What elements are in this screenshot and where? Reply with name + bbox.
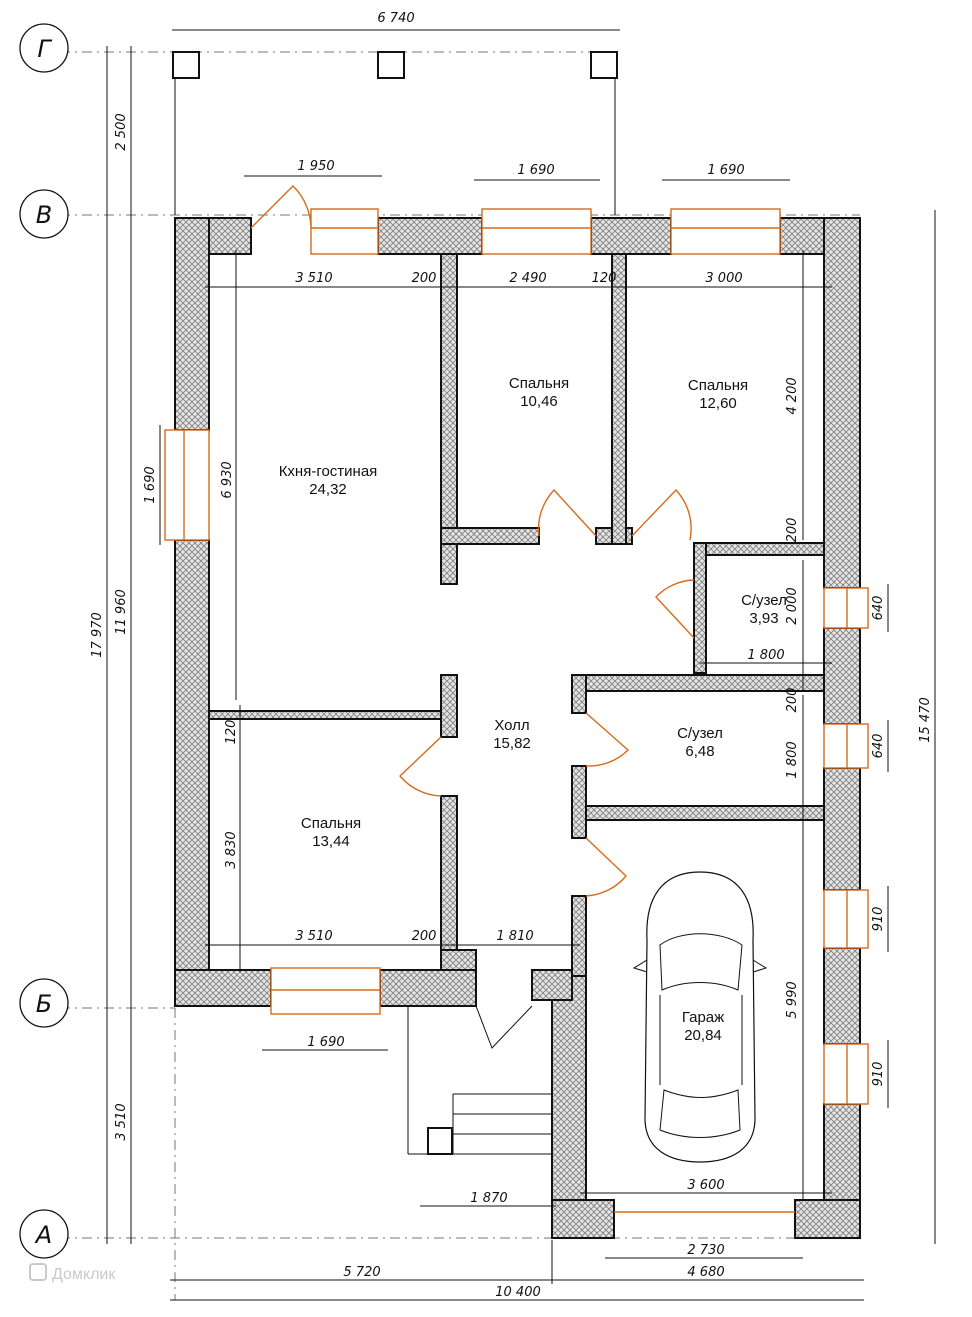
room-bathroom-1-label: С/узел 3,93	[741, 592, 787, 627]
svg-text:4 200: 4 200	[785, 377, 800, 414]
svg-text:13,44: 13,44	[312, 833, 350, 850]
room-bedroom-1-label: Спальня 10,46	[509, 375, 569, 410]
svg-text:Холл: Холл	[494, 717, 529, 734]
porch-canopy	[172, 51, 618, 215]
svg-text:20,84: 20,84	[684, 1027, 722, 1044]
svg-text:24,32: 24,32	[309, 481, 347, 498]
svg-text:1 800: 1 800	[785, 741, 800, 778]
svg-text:Г: Г	[37, 35, 52, 63]
entrance-steps	[407, 1006, 552, 1155]
svg-text:Кхня-гостиная: Кхня-гостиная	[279, 463, 378, 480]
svg-text:200: 200	[412, 271, 437, 286]
svg-text:4 680: 4 680	[687, 1265, 724, 1280]
car-icon	[632, 871, 768, 1163]
svg-text:Спальня: Спальня	[509, 375, 569, 392]
svg-text:3 510: 3 510	[114, 1103, 129, 1140]
svg-text:120: 120	[592, 271, 617, 286]
svg-text:3 510: 3 510	[295, 271, 332, 286]
svg-text:2 730: 2 730	[687, 1243, 724, 1258]
svg-text:1 950: 1 950	[297, 159, 334, 174]
svg-text:17 970: 17 970	[90, 612, 105, 658]
svg-text:1 800: 1 800	[747, 648, 784, 663]
svg-text:5 720: 5 720	[343, 1265, 380, 1280]
svg-text:12,60: 12,60	[699, 395, 737, 412]
axis-bubble-g: Г	[19, 23, 69, 73]
svg-text:200: 200	[412, 929, 437, 944]
svg-text:1 690: 1 690	[307, 1035, 344, 1050]
dimension-lines	[106, 29, 936, 1301]
svg-text:200: 200	[785, 518, 800, 543]
watermark: Домклик	[29, 1263, 116, 1283]
room-bathroom-2-label: С/узел 6,48	[677, 725, 723, 760]
svg-text:В: В	[36, 201, 52, 229]
svg-text:С/узел: С/узел	[741, 592, 787, 609]
svg-text:Спальня: Спальня	[301, 815, 361, 832]
svg-text:640: 640	[871, 596, 886, 621]
svg-text:3 600: 3 600	[687, 1178, 724, 1193]
svg-text:Гараж: Гараж	[682, 1009, 724, 1026]
axis-bubble-v: В	[19, 189, 69, 239]
svg-text:10,46: 10,46	[520, 393, 558, 410]
svg-text:Спальня: Спальня	[688, 377, 748, 394]
room-kitchen-label: Кхня-гостиная 24,32	[279, 463, 378, 498]
svg-text:120: 120	[224, 720, 239, 745]
svg-text:1 870: 1 870	[470, 1191, 507, 1206]
svg-text:2 500: 2 500	[114, 113, 129, 150]
interior-walls	[208, 253, 825, 977]
svg-text:1 690: 1 690	[517, 163, 554, 178]
doors	[250, 185, 695, 1049]
svg-text:3 510: 3 510	[295, 929, 332, 944]
dimension-labels: 6 740 1 950 1 690 1 690 3 510 200 2 490 …	[90, 11, 933, 1300]
room-garage-label: Гараж 20,84	[682, 1009, 724, 1044]
svg-text:Б: Б	[36, 990, 52, 1018]
room-bedroom-2-label: Спальня 12,60	[688, 377, 748, 412]
svg-text:5 990: 5 990	[785, 981, 800, 1018]
svg-text:Домклик: Домклик	[52, 1266, 116, 1283]
svg-text:6 930: 6 930	[220, 461, 235, 498]
room-hall-label: Холл 15,82	[493, 717, 531, 752]
room-bedroom-3-label: Спальня 13,44	[301, 815, 361, 850]
windows	[164, 208, 869, 1213]
svg-text:1 690: 1 690	[143, 466, 158, 503]
svg-text:3,93: 3,93	[749, 610, 778, 627]
svg-text:3 000: 3 000	[705, 271, 742, 286]
svg-text:С/узел: С/узел	[677, 725, 723, 742]
svg-text:2 490: 2 490	[509, 271, 546, 286]
svg-text:А: А	[34, 1221, 52, 1249]
svg-text:11 960: 11 960	[114, 589, 129, 635]
svg-text:15 470: 15 470	[918, 697, 933, 743]
svg-text:3 830: 3 830	[224, 831, 239, 868]
svg-text:1 690: 1 690	[707, 163, 744, 178]
axis-bubble-a: А	[19, 1209, 69, 1259]
svg-text:6 740: 6 740	[377, 11, 414, 26]
exterior-walls	[174, 217, 861, 1239]
svg-text:15,82: 15,82	[493, 735, 531, 752]
axis-bubble-b: Б	[19, 978, 69, 1028]
svg-text:910: 910	[871, 907, 886, 932]
svg-text:10 400: 10 400	[495, 1285, 541, 1300]
svg-text:910: 910	[871, 1062, 886, 1087]
svg-text:1 810: 1 810	[496, 929, 533, 944]
svg-text:2 000: 2 000	[785, 587, 800, 624]
axis-lines	[60, 51, 860, 1300]
svg-text:6,48: 6,48	[685, 743, 714, 760]
svg-text:200: 200	[785, 688, 800, 713]
svg-text:640: 640	[871, 734, 886, 759]
